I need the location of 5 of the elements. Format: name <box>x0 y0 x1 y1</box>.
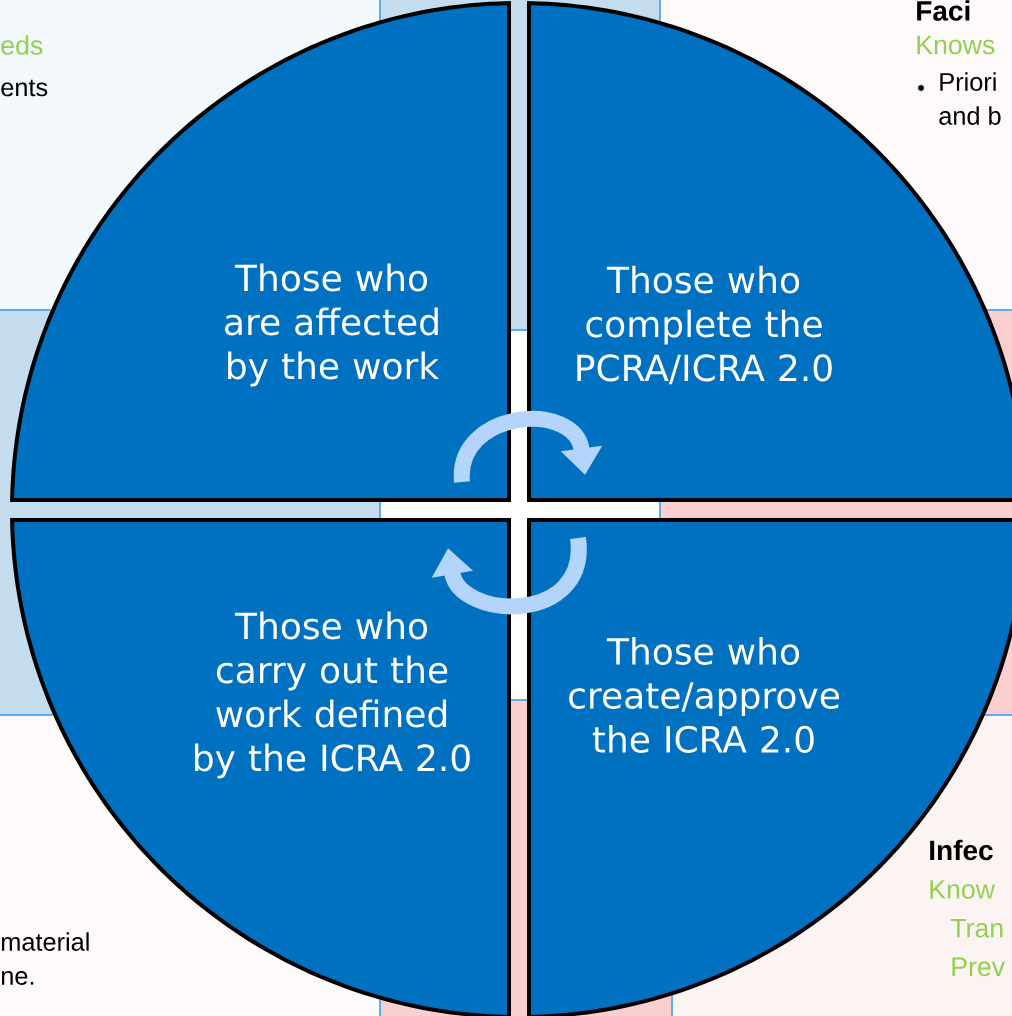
section-heading: Infec <box>930 839 993 861</box>
subheading: Know Tran Prev <box>930 880 1005 977</box>
subheading: Knows <box>917 35 995 55</box>
body-text: Priori and b <box>939 72 1001 125</box>
section-heading: Faci <box>917 0 970 21</box>
